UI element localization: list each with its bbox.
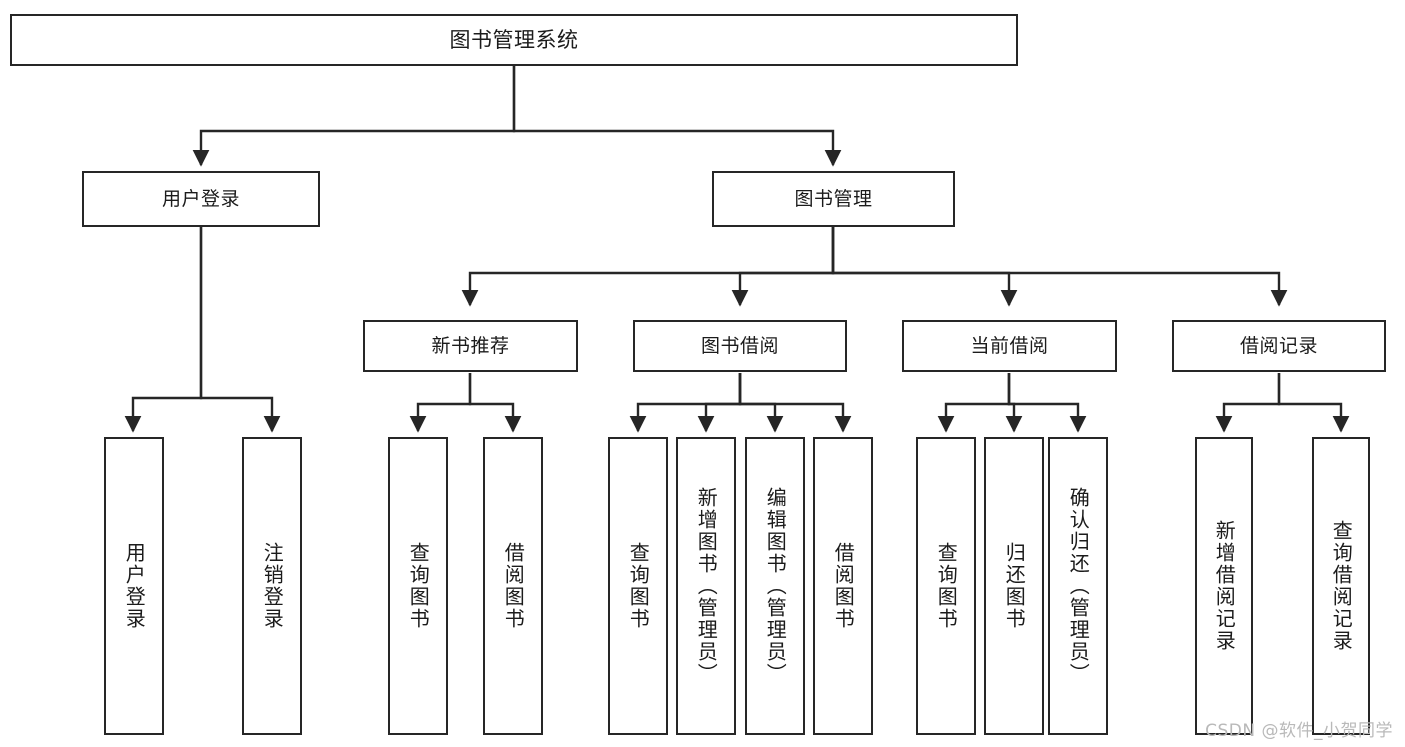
leaf-edit-book-label: 编辑图书（管理员）	[763, 487, 788, 685]
leaf-edit-book[interactable]: 编辑图书（管理员）	[745, 437, 805, 735]
leaf-return-book-label: 归还图书	[1002, 542, 1027, 630]
node-book-manage-label: 图书管理	[794, 187, 873, 210]
leaf-query-record[interactable]: 查询借阅记录	[1312, 437, 1370, 735]
leaf-borrow-book-2[interactable]: 借阅图书	[813, 437, 873, 735]
node-user-login-label: 用户登录	[161, 187, 240, 210]
leaf-add-record[interactable]: 新增借阅记录	[1195, 437, 1253, 735]
leaf-user-login[interactable]: 用户登录	[104, 437, 164, 735]
leaf-user-logout-label: 注销登录	[260, 542, 285, 630]
leaf-query-book-2[interactable]: 查询图书	[608, 437, 668, 735]
leaf-query-record-label: 查询借阅记录	[1329, 520, 1354, 652]
node-borrow-record[interactable]: 借阅记录	[1172, 320, 1386, 372]
leaf-query-book-3[interactable]: 查询图书	[916, 437, 976, 735]
node-new-book-rec[interactable]: 新书推荐	[363, 320, 578, 372]
leaf-confirm-return[interactable]: 确认归还（管理员）	[1048, 437, 1108, 735]
leaf-query-book-1-label: 查询图书	[406, 542, 431, 630]
leaf-add-book[interactable]: 新增图书（管理员）	[676, 437, 736, 735]
node-current-borrow-label: 当前借阅	[970, 334, 1049, 357]
node-borrow-record-label: 借阅记录	[1239, 334, 1318, 357]
node-user-login[interactable]: 用户登录	[82, 171, 320, 227]
node-root-label: 图书管理系统	[449, 27, 579, 52]
leaf-query-book-3-label: 查询图书	[934, 542, 959, 630]
node-root[interactable]: 图书管理系统	[10, 14, 1018, 66]
leaf-confirm-return-label: 确认归还（管理员）	[1066, 487, 1091, 685]
leaf-borrow-book-1-label: 借阅图书	[501, 542, 526, 630]
leaf-user-login-label: 用户登录	[122, 542, 147, 630]
node-new-book-rec-label: 新书推荐	[431, 334, 510, 357]
leaf-query-book-1[interactable]: 查询图书	[388, 437, 448, 735]
leaf-user-logout[interactable]: 注销登录	[242, 437, 302, 735]
csdn-watermark: CSDN @软件_小贺同学	[1205, 721, 1393, 741]
leaf-borrow-book-2-label: 借阅图书	[831, 542, 856, 630]
node-book-manage[interactable]: 图书管理	[712, 171, 955, 227]
leaf-return-book[interactable]: 归还图书	[984, 437, 1044, 735]
node-current-borrow[interactable]: 当前借阅	[902, 320, 1117, 372]
leaf-borrow-book-1[interactable]: 借阅图书	[483, 437, 543, 735]
node-book-borrow-label: 图书借阅	[700, 334, 779, 357]
leaf-add-book-label: 新增图书（管理员）	[694, 487, 719, 685]
node-book-borrow[interactable]: 图书借阅	[633, 320, 847, 372]
leaf-add-record-label: 新增借阅记录	[1212, 520, 1237, 652]
leaf-query-book-2-label: 查询图书	[626, 542, 651, 630]
